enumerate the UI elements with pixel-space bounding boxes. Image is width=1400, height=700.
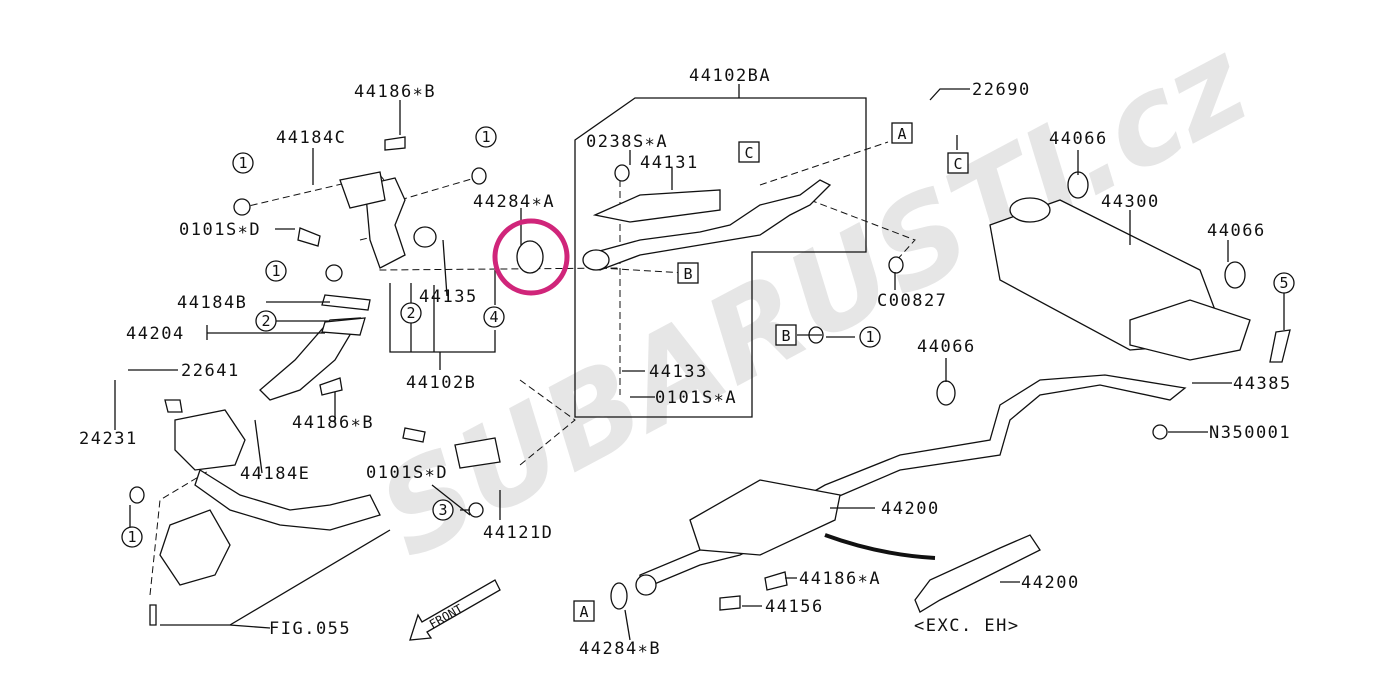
circled-ref: 2 [400, 302, 422, 324]
part-label: 22641 [181, 361, 240, 381]
svg-text:A: A [897, 125, 906, 143]
leader-lines [114, 88, 1285, 641]
part-label: 44186∗B [292, 413, 374, 433]
part-label: 44284∗A [473, 192, 555, 212]
front-y-pipe [159, 171, 406, 586]
part-label: 44066 [917, 337, 976, 357]
hangers-and-fasteners [129, 136, 1291, 626]
svg-text:FRONT: FRONT [427, 601, 465, 631]
part-label: 44133 [649, 362, 708, 382]
svg-text:1: 1 [127, 528, 136, 546]
svg-text:1: 1 [271, 262, 280, 280]
svg-text:1: 1 [238, 154, 247, 172]
circled-ref: 1 [121, 526, 143, 548]
circled-ref: 3 [432, 499, 454, 521]
svg-text:A: A [579, 603, 588, 621]
part-label: 44102BA [689, 66, 771, 86]
part-label: 44186∗B [354, 82, 436, 102]
part-label: 44184B [177, 293, 247, 313]
svg-text:B: B [683, 265, 692, 283]
part-label: <EXC. EH> [914, 616, 1020, 636]
part-label: 0101S∗D [179, 220, 261, 240]
part-label: 44204 [126, 324, 185, 344]
part-label: 44184E [240, 464, 310, 484]
boxed-ref: C [947, 152, 969, 174]
boxed-ref: A [891, 122, 913, 144]
circled-ref: 1 [265, 260, 287, 282]
svg-text:2: 2 [261, 312, 270, 330]
svg-text:4: 4 [489, 308, 498, 326]
part-label: 44066 [1049, 129, 1108, 149]
part-label: 24231 [79, 429, 138, 449]
part-label: 44135 [419, 287, 478, 307]
svg-text:1: 1 [865, 328, 874, 346]
assembly-frame-44102BA [574, 97, 867, 418]
circled-ref: 1 [859, 326, 881, 348]
part-label: 44156 [765, 597, 824, 617]
circled-ref: 1 [232, 152, 254, 174]
svg-text:C: C [953, 155, 962, 173]
part-label: 44200 [1021, 573, 1080, 593]
part-label: 44300 [1101, 192, 1160, 212]
svg-text:1: 1 [481, 128, 490, 146]
circled-ref: 2 [255, 310, 277, 332]
part-label: 44102B [406, 373, 476, 393]
rear-muffler-44300 [989, 197, 1251, 361]
part-label: 44121D [483, 523, 553, 543]
svg-text:C: C [744, 144, 753, 162]
circled-ref: 1 [475, 126, 497, 148]
highlight-circle [492, 218, 570, 296]
part-label: 44184C [276, 128, 346, 148]
part-label: 44385 [1233, 374, 1292, 394]
center-pipe [582, 179, 832, 271]
svg-text:5: 5 [1279, 274, 1288, 292]
boxed-ref: A [573, 600, 595, 622]
part-label: 22690 [972, 80, 1031, 100]
part-label: 44186∗A [799, 569, 881, 589]
part-label: 0101S∗D [366, 463, 448, 483]
figure-reference-link[interactable]: FIG.055 [269, 619, 351, 639]
boxed-ref: C [738, 141, 760, 163]
part-label: 44284∗B [579, 639, 661, 659]
boxed-ref: B [775, 324, 797, 346]
svg-text:B: B [781, 327, 790, 345]
part-label: 0101S∗A [655, 388, 737, 408]
part-label: 44131 [640, 153, 699, 173]
svg-text:3: 3 [438, 501, 447, 519]
part-label: N350001 [1209, 423, 1291, 443]
svg-text:2: 2 [406, 304, 415, 322]
part-label: 0238S∗A [586, 132, 668, 152]
center-muffler-pipe-44200 [639, 374, 1187, 591]
part-label: C00827 [877, 291, 947, 311]
resonator-exc-eh [914, 534, 1041, 613]
front-arrow-icon: FRONT [409, 579, 501, 641]
part-label: 44200 [881, 499, 940, 519]
boxed-ref: B [677, 262, 699, 284]
part-label: 44066 [1207, 221, 1266, 241]
circled-ref: 4 [483, 306, 505, 328]
circled-ref: 5 [1273, 272, 1295, 294]
